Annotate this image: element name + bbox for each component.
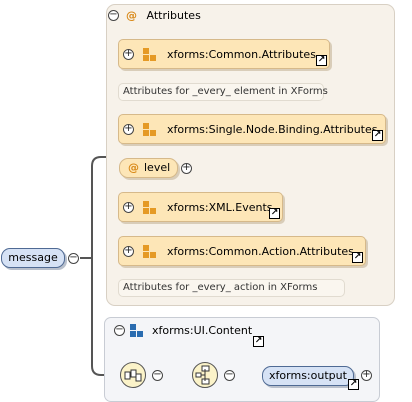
group-single-node-binding[interactable]: + xforms:Single.Node.Binding.Attributes …: [118, 114, 386, 144]
attributes-title: Attributes: [146, 9, 201, 22]
expand-level-button[interactable]: +: [181, 162, 192, 174]
common-action-attributes-note: Attributes for _every_ action in XForms: [118, 279, 345, 297]
choice-compositor[interactable]: [192, 362, 218, 388]
connector-message-attributes: [80, 156, 106, 259]
sequence-compositor[interactable]: [120, 362, 146, 388]
collapse-message-button[interactable]: −: [68, 252, 79, 264]
attribute-at-icon: @: [126, 9, 137, 22]
element-group-icon: [130, 324, 144, 338]
element-xforms-output[interactable]: xforms:output: [262, 366, 354, 386]
sequence-icon: [124, 369, 142, 382]
element-message[interactable]: message: [1, 248, 65, 268]
link-arrow-icon[interactable]: ↗: [316, 55, 327, 66]
group-common-attributes[interactable]: + xforms:Common.Attributes ↗: [118, 39, 330, 69]
xml-events-label: xforms:XML.Events: [167, 201, 273, 214]
common-attributes-note: Attributes for _every_ element in XForms: [118, 83, 328, 101]
group-xml-events[interactable]: + xforms:XML.Events ↗: [118, 192, 283, 222]
attribute-group-icon: [143, 245, 157, 259]
link-arrow-icon[interactable]: ↗: [348, 379, 359, 390]
xforms-output-label: xforms:output: [269, 369, 347, 382]
level-label: level: [144, 161, 171, 174]
common-attributes-label: xforms:Common.Attributes: [167, 48, 316, 61]
attribute-at-icon: @: [128, 161, 139, 174]
collapse-sequence-button[interactable]: −: [152, 369, 163, 381]
group-common-action-attributes[interactable]: + xforms:Common.Action.Attributes ↗: [118, 236, 366, 266]
link-arrow-icon[interactable]: ↗: [372, 130, 383, 141]
link-arrow-icon[interactable]: ↗: [269, 208, 280, 219]
link-arrow-icon[interactable]: ↗: [253, 336, 264, 347]
attribute-group-icon: [143, 123, 157, 137]
attributes-header: − @ Attributes: [108, 8, 201, 24]
expand-xforms-output-button[interactable]: +: [361, 369, 372, 381]
ui-content-panel: [104, 317, 380, 402]
expand-common-action-attributes-button[interactable]: +: [123, 245, 134, 257]
connector-message-content: [91, 258, 120, 376]
link-arrow-icon[interactable]: ↗: [352, 252, 363, 263]
ui-content-label: xforms:UI.Content: [152, 324, 253, 337]
expand-single-node-binding-button[interactable]: +: [123, 123, 134, 135]
single-node-binding-label: xforms:Single.Node.Binding.Attributes: [167, 123, 378, 136]
collapse-attributes-button[interactable]: −: [108, 9, 119, 21]
attribute-group-icon: [143, 48, 157, 62]
attribute-level[interactable]: @ level: [119, 158, 178, 178]
common-action-attributes-label: xforms:Common.Action.Attributes: [167, 245, 354, 258]
collapse-choice-button[interactable]: −: [224, 369, 235, 381]
expand-xml-events-button[interactable]: +: [123, 201, 134, 213]
expand-common-attributes-button[interactable]: +: [123, 48, 134, 60]
choice-icon: [195, 365, 210, 385]
attribute-group-icon: [143, 201, 157, 215]
collapse-ui-content-button[interactable]: −: [114, 324, 125, 336]
